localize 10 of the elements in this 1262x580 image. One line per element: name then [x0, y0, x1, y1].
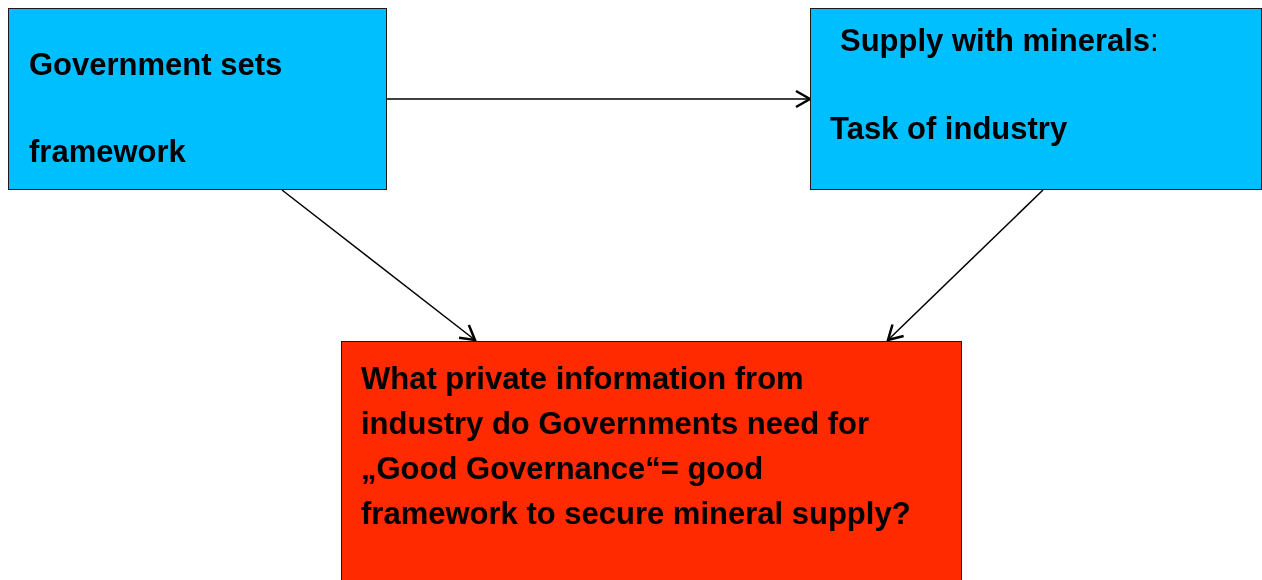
- box-text: What private information from industry do Governments need for „Good Governance“= good framework to secure mineral supply?: [361, 360, 912, 533]
- process-box: [8, 8, 387, 190]
- box-text: Government sets framework: [29, 46, 284, 171]
- arrow: [281, 189, 477, 342]
- arrow: [386, 89, 812, 109]
- box-text: Task of industry: [830, 110, 1069, 148]
- arrow: [886, 189, 1044, 342]
- process-box: [341, 341, 962, 580]
- box-text: Supply with minerals:: [840, 22, 1160, 60]
- process-box: [810, 8, 1262, 190]
